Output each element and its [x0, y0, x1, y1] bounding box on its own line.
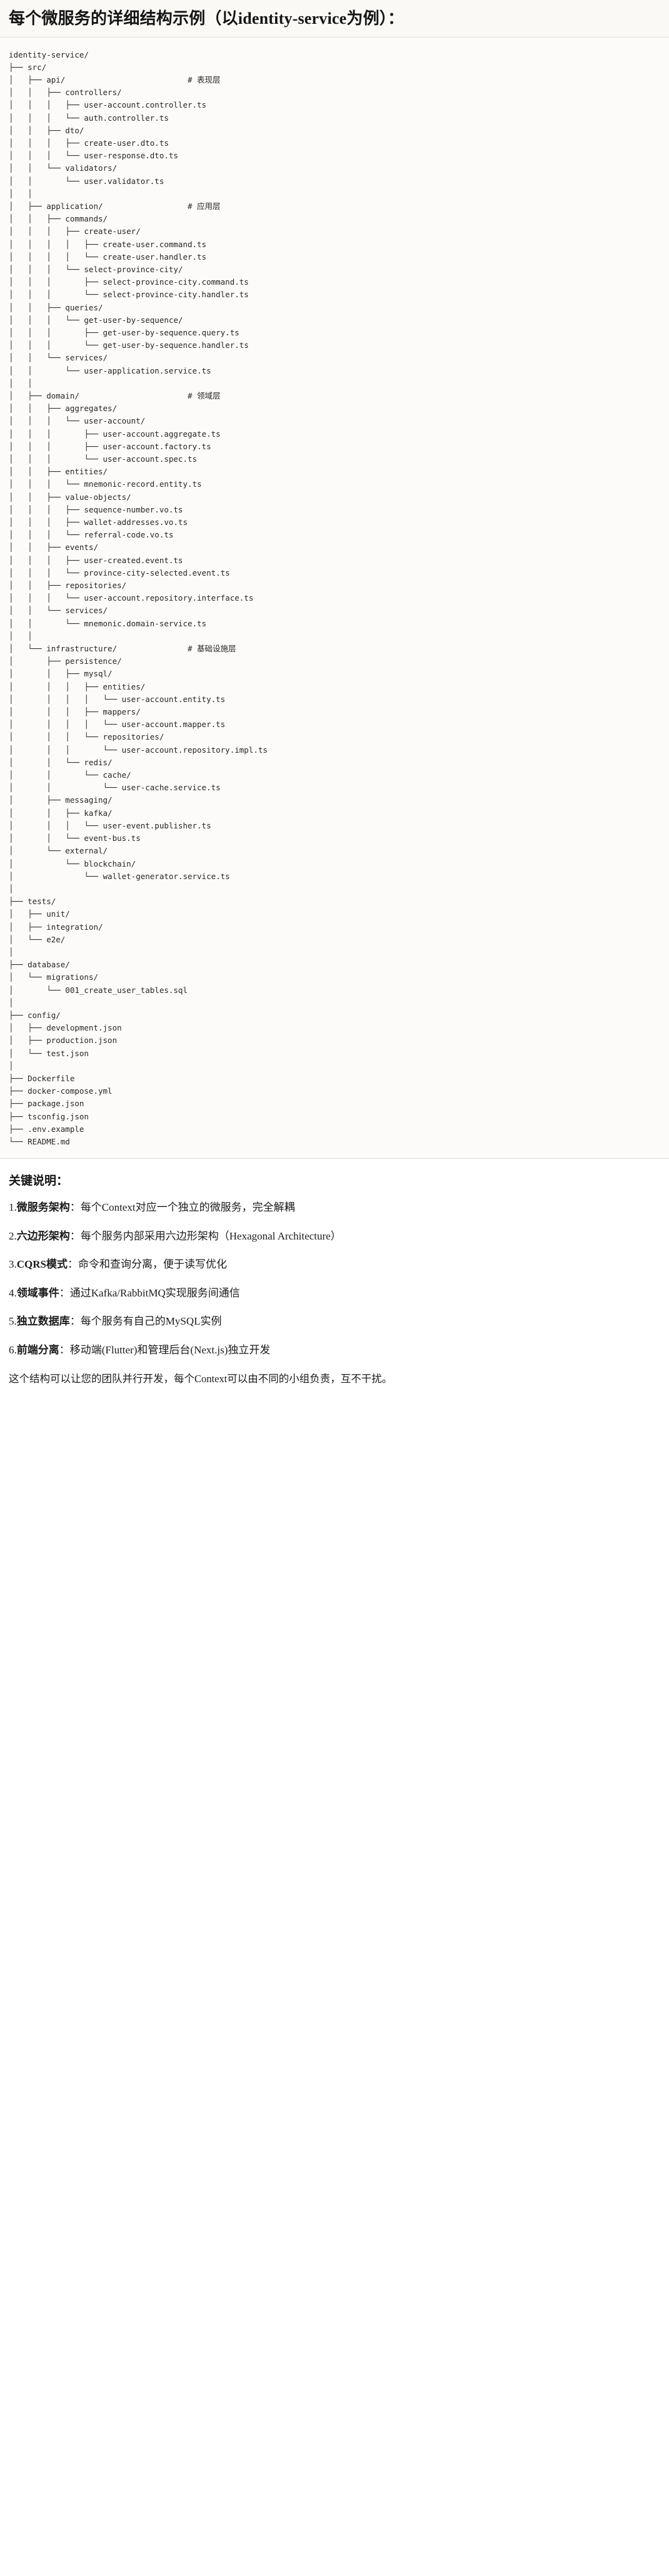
note-number: 6.	[9, 1343, 17, 1356]
note-description: 每个Context对应一个独立的微服务，完全解耦	[80, 1201, 295, 1214]
note-description: 移动端(Flutter)和管理后台(Next.js)独立开发	[69, 1343, 271, 1356]
note-separator: ：	[69, 1201, 81, 1214]
note-item: 6.前端分离：移动端(Flutter)和管理后台(Next.js)独立开发	[9, 1342, 660, 1358]
note-item: 4.领域事件：通过Kafka/RabbitMQ实现服务间通信	[9, 1285, 660, 1301]
note-description: 命令和查询分离，便于读写优化	[78, 1258, 227, 1271]
note-number: 4.	[9, 1286, 17, 1299]
note-separator: ：	[69, 1229, 81, 1242]
note-item: 1.微服务架构：每个Context对应一个独立的微服务，完全解耦	[9, 1199, 660, 1216]
note-description: 每个服务有自己的MySQL实例	[80, 1315, 222, 1328]
note-keyword: CQRS模式	[16, 1258, 68, 1271]
note-description: 通过Kafka/RabbitMQ实现服务间通信	[69, 1286, 240, 1299]
note-item: 2.六边形架构：每个服务内部采用六边形架构（Hexagonal Architec…	[9, 1228, 660, 1245]
page-title: 每个微服务的详细结构示例（以identity-service为例）：	[9, 9, 405, 28]
page-root: 每个微服务的详细结构示例（以identity-service为例）： ident…	[0, 0, 669, 1398]
note-number: 5.	[9, 1315, 17, 1328]
note-keyword: 微服务架构	[16, 1201, 70, 1214]
note-keyword: 独立数据库	[16, 1315, 70, 1328]
note-item: 3.CQRS模式：命令和查询分离，便于读写优化	[9, 1256, 660, 1273]
note-description: 每个服务内部采用六边形架构（Hexagonal Architecture）	[80, 1229, 341, 1242]
header-band: 每个微服务的详细结构示例（以identity-service为例）：	[0, 0, 669, 38]
key-notes-title: 关键说明：	[9, 1174, 69, 1188]
note-number: 2.	[9, 1229, 17, 1242]
note-keyword: 六边形架构	[16, 1229, 70, 1242]
note-keyword: 前端分离	[16, 1343, 59, 1356]
note-separator: ：	[59, 1343, 70, 1356]
note-number: 3.	[9, 1258, 17, 1271]
directory-tree-text: identity-service/ ├── src/ │ ├── api/ # …	[9, 49, 268, 1146]
note-keyword: 领域事件	[16, 1286, 59, 1299]
note-number: 1.	[9, 1201, 17, 1214]
key-notes-footer: 这个结构可以让您的团队并行开发，每个Context可以由不同的小组负责，互不干扰…	[9, 1373, 393, 1385]
directory-tree-block: identity-service/ ├── src/ │ ├── api/ # …	[0, 37, 669, 1159]
note-separator: ：	[59, 1286, 70, 1299]
note-separator: ：	[69, 1315, 81, 1328]
note-separator: ：	[67, 1258, 78, 1271]
key-notes-block: 关键说明： 1.微服务架构：每个Context对应一个独立的微服务，完全解耦 2…	[0, 1159, 669, 1398]
note-item: 5.独立数据库：每个服务有自己的MySQL实例	[9, 1313, 660, 1330]
